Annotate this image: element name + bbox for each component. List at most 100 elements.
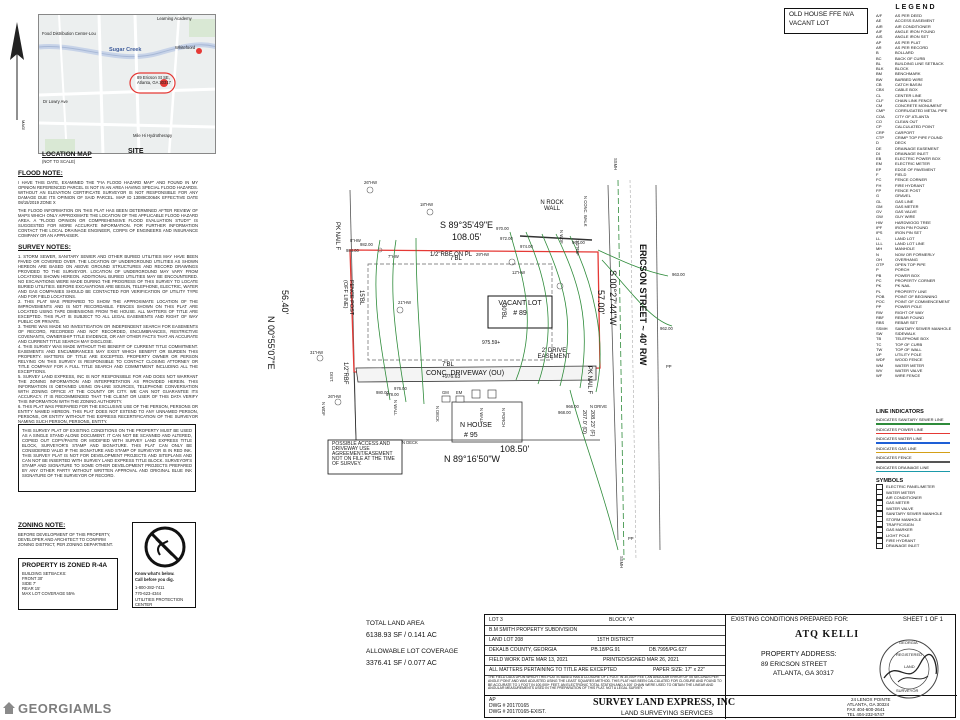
street-name: ERICSON STREET ~ 40' R/W — [638, 244, 648, 366]
legend-abbrev: A/F — [876, 13, 883, 19]
legend-text: RIGHT OF WAY — [895, 309, 924, 315]
old-house-ffe: OLD HOUSE FFE N/A — [789, 11, 855, 18]
legend-text: ELECTRIC METER — [895, 161, 930, 167]
line-indicator-swatch — [876, 423, 950, 425]
misc-label: 1/2"RBF — [575, 240, 580, 256]
legend-abbrev: GL — [876, 198, 882, 204]
misc-label: N DECK — [435, 406, 440, 422]
zoning-title: ZONING NOTE: — [18, 522, 66, 529]
seal-text: GEORGIA — [899, 640, 918, 645]
misc-label: N WALL — [393, 400, 398, 416]
contour-label: 982.00 — [360, 242, 373, 247]
location-map-drawing — [39, 15, 215, 153]
legend-abbrev: P — [876, 267, 879, 273]
svg-text:MAGNETIC: MAGNETIC — [21, 120, 26, 130]
symbol-text: WATER METER — [886, 489, 916, 495]
zoning-text: BEFORE DEVELOPMENT OF THIS PROPERTY, DEV… — [18, 532, 113, 547]
legend-abbrev: CL — [876, 92, 882, 98]
legend-abbrev: UP — [876, 352, 882, 358]
south-house-outline — [451, 401, 523, 443]
legend-abbrev: AR — [876, 44, 882, 50]
lot-number: # 89 — [513, 310, 527, 317]
flood-note: FLOOD NOTE: I HAVE THIS DATE, EXAMINED T… — [18, 170, 198, 238]
legend-abbrev: PC — [876, 277, 882, 283]
precision-statement: THE FIELD DATA UPON WHICH THIS PLAT IS B… — [488, 676, 722, 691]
setback: REAR 15' — [22, 586, 41, 591]
rbf-top: 1/2"RBF ON PL — [430, 252, 473, 258]
zoning-box: PROPERTY IS ZONED R-4A BUILDING SETBACKS… — [18, 558, 118, 610]
north-arrow-icon: MAGNETIC — [10, 22, 26, 141]
legend-abbrev: GV — [876, 209, 882, 215]
legend-title: LEGEND — [895, 4, 937, 11]
call-line: Know what's below. — [135, 571, 175, 576]
flood-note-p1: I HAVE THIS DATE, EXAMINED THE "FIA FLOO… — [18, 180, 198, 205]
county-cell: DEKALB COUNTY, GEORGIA — [489, 647, 557, 653]
sewer-line — [617, 179, 625, 561]
total-area-value: 6138.93 SF / 0.141 AC — [366, 632, 437, 639]
legend-text: POINT OF COMMENCEMENT — [895, 299, 951, 305]
legend-text: BACK OF CURB — [895, 55, 926, 61]
legend-text: AS PER RECORD — [895, 44, 929, 50]
company-address: ATLANTA, GA 30324 — [847, 702, 890, 707]
legend-text: WATER METER — [895, 362, 925, 368]
legend-abbrev: BW — [876, 76, 883, 82]
legend-abbrev: OTP — [876, 262, 885, 268]
legend-text: LAND LOT — [895, 235, 915, 241]
legend-text: AIR CONDITIONER — [895, 23, 931, 29]
survey-note: 3. THERE WAS MADE NO INVESTIGATION OR IN… — [18, 324, 198, 344]
legend-text: ANGLE IRON SET — [895, 34, 929, 40]
setback: SIDE 7' — [22, 581, 37, 586]
pb-cell: PB.18/PG.91 — [591, 647, 621, 653]
legend-abbrev: F — [876, 172, 879, 178]
survey-notes-title: SURVEY NOTES: — [18, 244, 71, 251]
legend-abbrev: B — [876, 50, 879, 56]
location-map: Learning Academy Food Distribution Cente… — [38, 14, 216, 154]
legend-abbrev: AIR — [876, 23, 883, 29]
map-label: Learning Academy — [157, 16, 192, 21]
legend-abbrev: HW — [876, 219, 883, 225]
legend-abbrev: EB — [876, 156, 882, 162]
misc-label: PP — [666, 364, 672, 369]
misc-label: N CONC. WALK — [583, 196, 588, 227]
legend-abbrev: N — [876, 251, 879, 257]
legend-abbrev: PP — [876, 304, 882, 310]
survey-note: 1. STORM SEWER, SANITARY SEWER AND OTHER… — [18, 254, 198, 299]
setback: FRONT 30' — [22, 576, 43, 581]
plat-svg — [316, 179, 673, 561]
drive-easement: 2' DRIVE EASEMENT — [537, 348, 571, 360]
legend-text: CATCH BASIN — [895, 82, 922, 87]
legend-abbrev: BLK — [876, 66, 884, 72]
legend-text: FENCE CORNER — [895, 177, 928, 183]
legend-text: BUILDING LINE SETBACK — [895, 60, 944, 66]
call-line: Call before you dig. — [135, 577, 174, 582]
legend-abbrev: TB — [876, 336, 882, 342]
legend-text: POWER POLE — [895, 304, 922, 310]
location-map-title: LOCATION MAP — [42, 151, 92, 158]
contour-label: 984.00 — [346, 248, 359, 253]
line-indicator-text: INDICATES FENCE — [876, 455, 912, 460]
site-label: SITE — [128, 148, 144, 155]
line-indicator-swatch — [876, 470, 950, 472]
legend-abbrev: BL — [876, 60, 881, 66]
legend-text: CARPORT — [895, 129, 915, 135]
road-dist-f: 208.23' (F) — [589, 410, 595, 437]
line-indicator: INDICATES WATER LINE — [876, 436, 956, 444]
map-label: Food Distribution Center-Lou — [42, 31, 96, 36]
legend-text: CLEAN OUT — [895, 119, 918, 125]
